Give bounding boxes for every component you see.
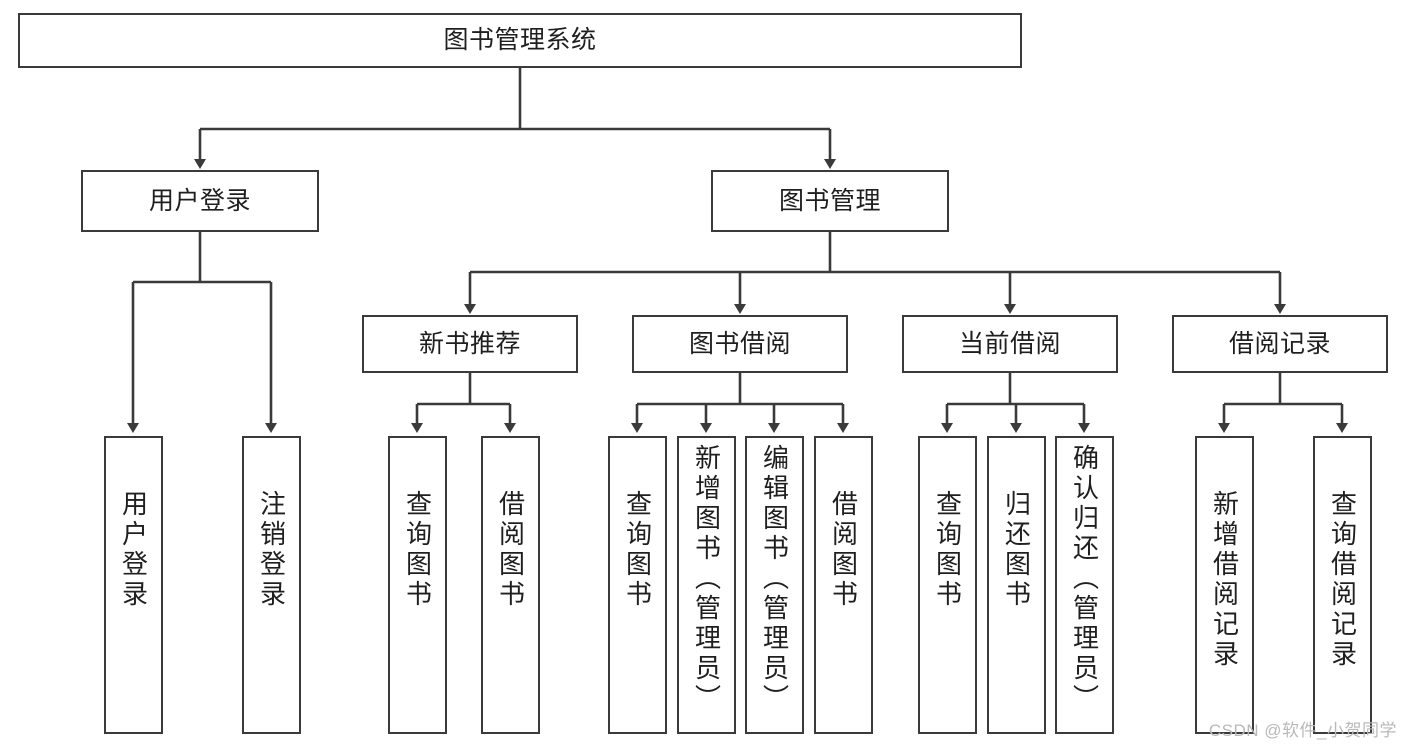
node-label: 借阅图书 (495, 490, 526, 610)
node-new-book-rec[interactable]: 新书推荐 (362, 315, 578, 373)
node-label: 图书借阅 (688, 329, 791, 358)
node-label: 查询图书 (622, 490, 653, 610)
node-book-borrow[interactable]: 图书借阅 (632, 315, 848, 373)
node-user-login[interactable]: 用户登录 (81, 170, 319, 232)
leaf-add-record[interactable]: 新增借阅记录 (1195, 436, 1254, 734)
node-label: 注销登录 (256, 490, 287, 610)
leaf-user-login[interactable]: 用户登录 (104, 436, 163, 734)
node-label: 借阅图书 (828, 490, 859, 610)
node-label: 查询图书 (402, 490, 433, 610)
node-current-borrow[interactable]: 当前借阅 (902, 315, 1118, 373)
leaf-edit-book[interactable]: 编辑图书（管理员） (745, 436, 804, 734)
node-label: 新增图书（管理员） (691, 444, 722, 714)
node-label: 新增借阅记录 (1209, 490, 1240, 670)
leaf-confirm-return[interactable]: 确认归还（管理员） (1055, 436, 1114, 734)
node-label: 图书管理系统 (443, 26, 597, 54)
node-label: 用户登录 (148, 186, 251, 215)
node-root-system[interactable]: 图书管理系统 (18, 13, 1022, 68)
leaf-query-record[interactable]: 查询借阅记录 (1313, 436, 1372, 734)
node-label: 新书推荐 (418, 329, 521, 358)
leaf-logout-login[interactable]: 注销登录 (242, 436, 301, 734)
leaf-query-book-3[interactable]: 查询图书 (918, 436, 977, 734)
node-label: 归还图书 (1001, 490, 1032, 610)
node-label: 借阅记录 (1228, 329, 1331, 358)
leaf-query-book-2[interactable]: 查询图书 (608, 436, 667, 734)
watermark: CSDN @软件_小贺同学 (1208, 721, 1397, 740)
leaf-borrow-book-2[interactable]: 借阅图书 (814, 436, 873, 734)
node-label: 当前借阅 (958, 329, 1061, 358)
node-borrow-record[interactable]: 借阅记录 (1172, 315, 1388, 373)
node-label: 查询借阅记录 (1327, 490, 1358, 670)
leaf-borrow-book-1[interactable]: 借阅图书 (481, 436, 540, 734)
node-label: 查询图书 (932, 490, 963, 610)
leaf-query-book-1[interactable]: 查询图书 (388, 436, 447, 734)
node-label: 编辑图书（管理员） (759, 444, 790, 714)
node-book-manage[interactable]: 图书管理 (711, 170, 949, 232)
leaf-return-book[interactable]: 归还图书 (987, 436, 1046, 734)
node-label: 确认归还（管理员） (1069, 444, 1100, 714)
node-label: 用户登录 (118, 490, 149, 610)
leaf-add-book[interactable]: 新增图书（管理员） (677, 436, 736, 734)
node-label: 图书管理 (778, 186, 881, 215)
